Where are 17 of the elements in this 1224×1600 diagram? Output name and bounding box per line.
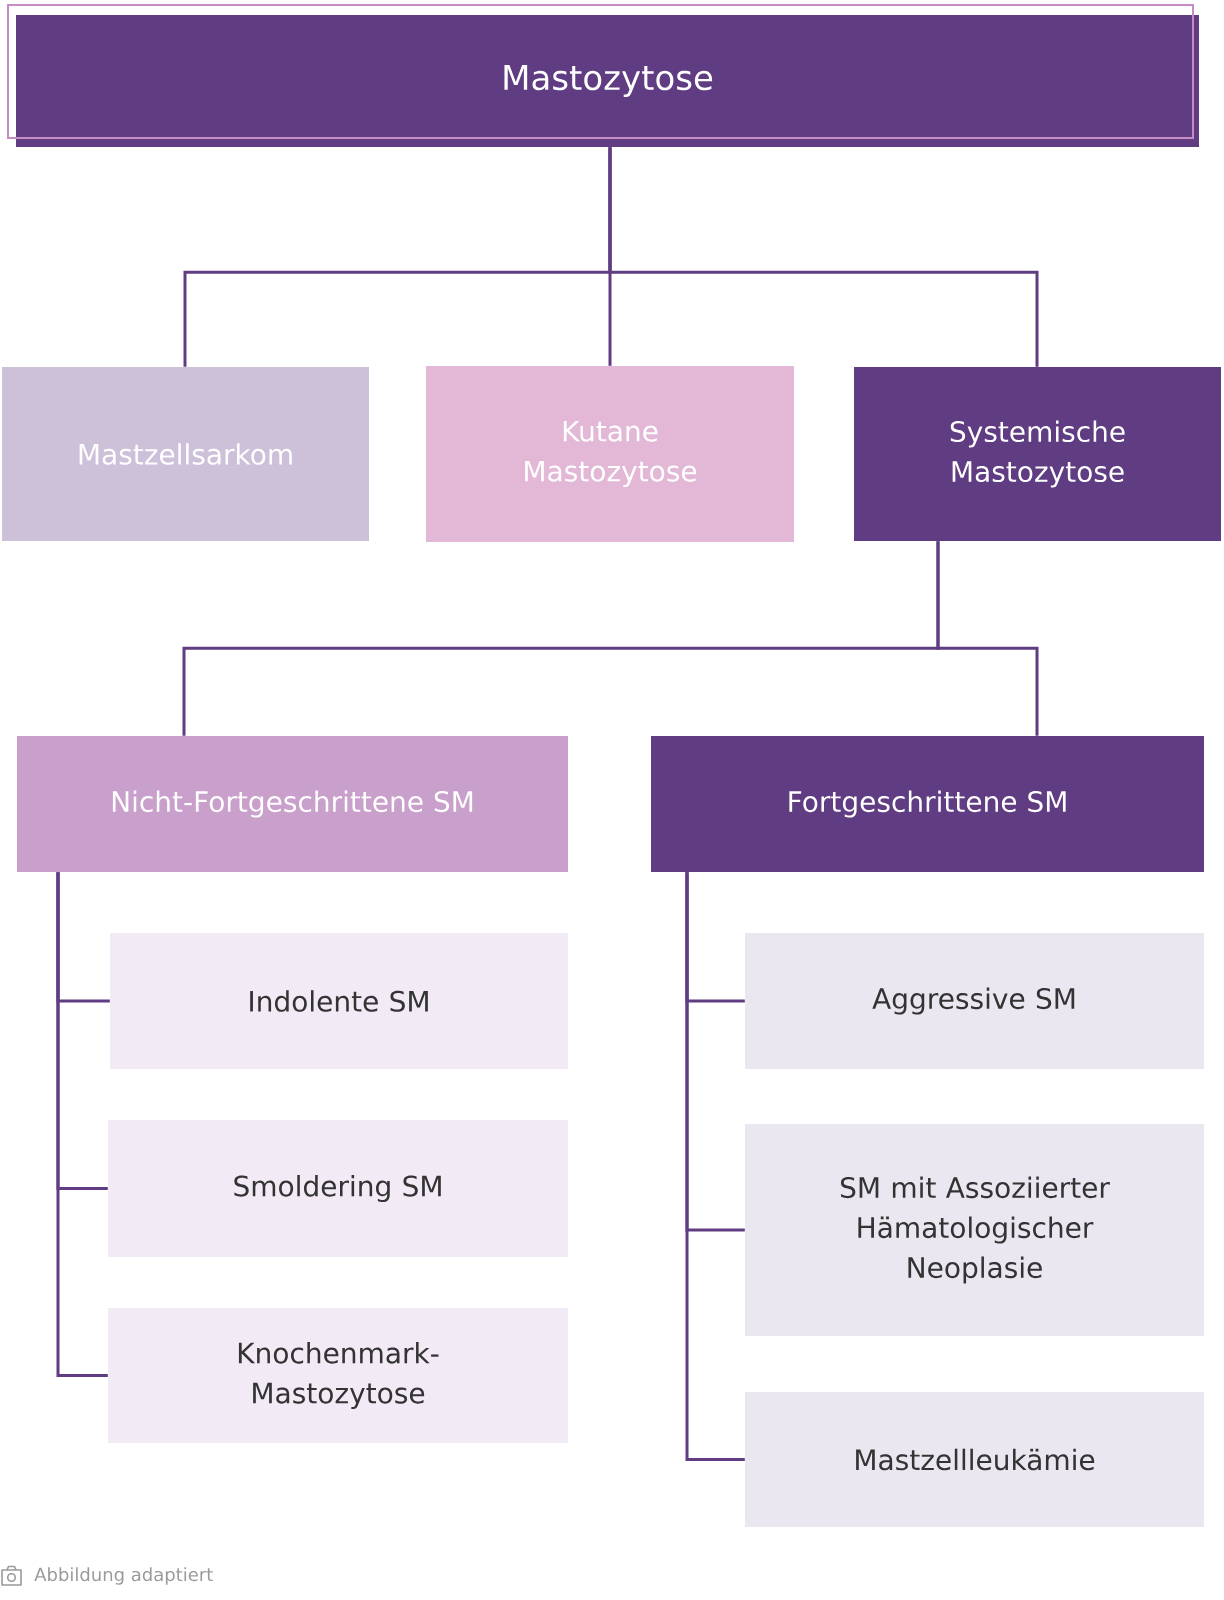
title-box: Mastozytose <box>7 4 1199 147</box>
category-box: Kutane Mastozytose <box>426 366 794 542</box>
connector-line <box>685 872 745 1461</box>
category-box: Systemische Mastozytose <box>854 367 1221 541</box>
caption: Abbildung adaptiert <box>34 1567 213 1585</box>
category-box: Fortgeschrittene SM <box>651 736 1204 872</box>
subtype-box: Aggressive SM <box>745 933 1204 1069</box>
connector-line <box>56 872 108 1377</box>
connector-line <box>936 541 1039 736</box>
subtype-box: Knochenmark-Mastozytose <box>108 1308 568 1443</box>
subtype-box: Mastzellleukämie <box>745 1392 1204 1527</box>
category-box: Mastzellsarkom <box>2 367 369 541</box>
subtype-box: SM mit Assoziierter Hämatologischer Neoplasie <box>745 1124 1204 1336</box>
subtype-box: Smoldering SM <box>108 1120 568 1257</box>
subtype-box: Indolente SM <box>110 933 568 1069</box>
category-box: Nicht-Fortgeschrittene SM <box>17 736 568 872</box>
connector-line <box>608 147 1039 367</box>
